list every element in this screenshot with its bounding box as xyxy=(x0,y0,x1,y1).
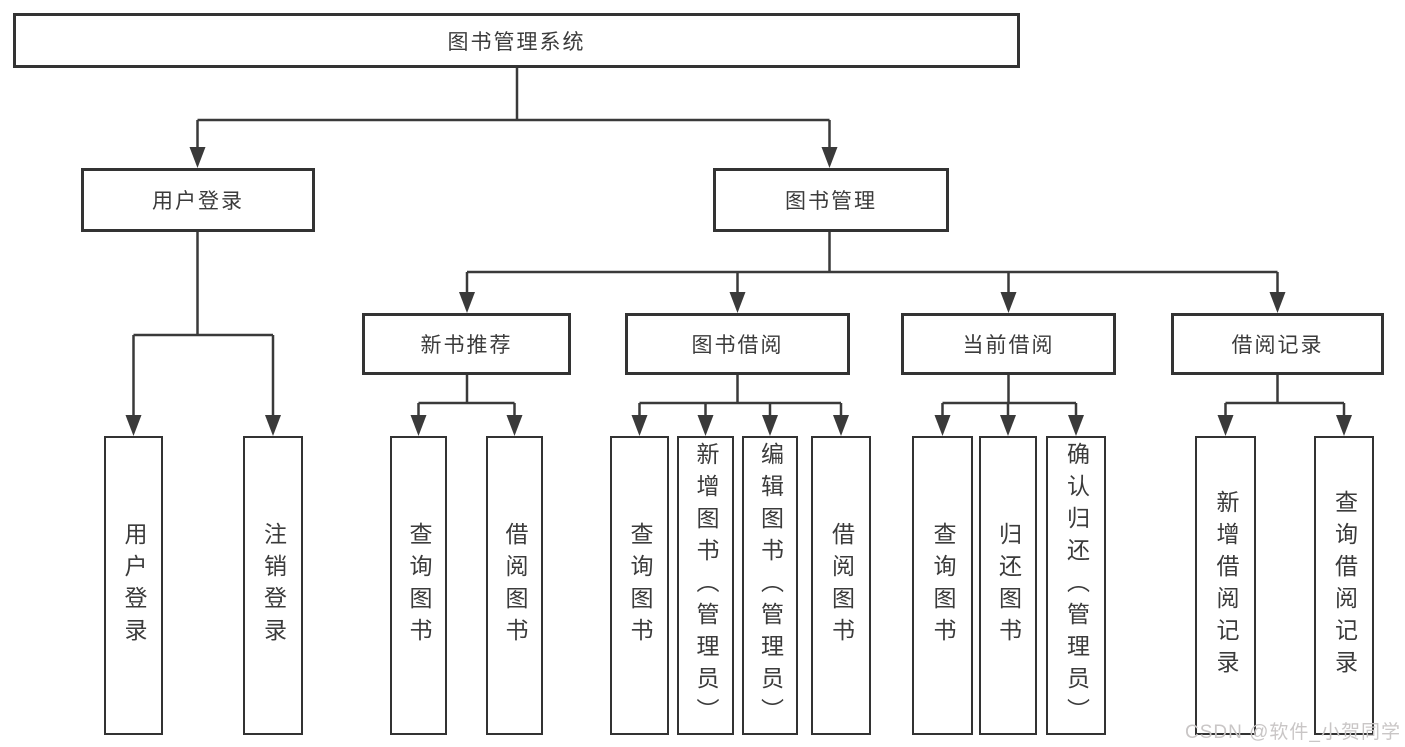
node-label: 用户登录 xyxy=(121,521,147,650)
node-label: 归还图书 xyxy=(995,521,1022,650)
node-label: 图书管理系统 xyxy=(447,30,586,54)
node-borrowing-records: 借阅记录 xyxy=(1171,313,1384,375)
csdn-watermark: CSDN @软件_小贺同学 xyxy=(1185,722,1401,743)
connector-book-management-to-level3 xyxy=(465,232,1279,294)
node-label: 确认归还（管理员） xyxy=(1063,441,1090,730)
leaf-borrow-books-2: 借阅图书 xyxy=(811,436,871,735)
arrowhead-icon xyxy=(265,415,281,436)
leaf-logout: 注销登录 xyxy=(243,436,303,735)
node-label: 新书推荐 xyxy=(420,334,513,357)
node-label: 新增图书（管理员） xyxy=(693,441,719,730)
leaf-confirm-return-admin: 确认归还（管理员） xyxy=(1046,436,1106,735)
node-book-borrowing: 图书借阅 xyxy=(625,313,850,375)
node-label: 当前借阅 xyxy=(962,334,1055,357)
node-user-login: 用户登录 xyxy=(81,168,315,232)
leaf-query-books-1: 查询图书 xyxy=(390,436,447,735)
connector-user-login-to-leaves xyxy=(132,232,275,417)
node-current-borrowing: 当前借阅 xyxy=(901,313,1116,375)
node-label: 图书管理 xyxy=(785,190,877,213)
arrowhead-icon xyxy=(934,415,951,436)
arrowhead-icon xyxy=(410,415,427,436)
arrowhead-icon xyxy=(631,415,648,436)
node-label: 查询图书 xyxy=(627,521,653,650)
node-label: 查询图书 xyxy=(930,521,956,650)
leaf-query-borrow-record: 查询借阅记录 xyxy=(1314,436,1374,735)
arrowhead-icon xyxy=(1000,292,1017,313)
arrowhead-icon xyxy=(821,147,838,168)
arrowhead-icon xyxy=(697,415,714,436)
node-label: 借阅图书 xyxy=(502,521,528,650)
arrowhead-icon xyxy=(189,147,206,168)
leaf-borrow-books-1: 借阅图书 xyxy=(486,436,543,735)
leaf-query-books-2: 查询图书 xyxy=(610,436,669,735)
node-label: 借阅记录 xyxy=(1231,334,1324,357)
leaf-add-borrow-record: 新增借阅记录 xyxy=(1195,436,1256,735)
arrowhead-icon xyxy=(1217,415,1234,436)
arrowhead-icon xyxy=(459,292,475,313)
connector-book-borrow-to-leaves xyxy=(638,375,843,417)
node-label: 图书借阅 xyxy=(691,334,784,357)
leaf-query-books-3: 查询图书 xyxy=(912,436,973,735)
node-label: 查询图书 xyxy=(406,521,432,650)
arrowhead-icon xyxy=(1269,292,1286,313)
node-label: 用户登录 xyxy=(152,190,244,213)
node-label: 注销登录 xyxy=(260,521,287,650)
arrowhead-icon xyxy=(833,415,849,436)
arrowhead-icon xyxy=(762,415,778,436)
node-label: 编辑图书（管理员） xyxy=(757,441,784,730)
node-new-book-recommend: 新书推荐 xyxy=(362,313,571,375)
arrowhead-icon xyxy=(125,415,142,436)
node-label: 借阅图书 xyxy=(828,521,855,650)
leaf-edit-books-admin: 编辑图书（管理员） xyxy=(742,436,798,735)
node-book-management: 图书管理 xyxy=(713,168,949,232)
arrowhead-icon xyxy=(506,415,523,436)
leaf-add-books-admin: 新增图书（管理员） xyxy=(677,436,734,735)
leaf-return-books: 归还图书 xyxy=(979,436,1037,735)
arrowhead-icon xyxy=(1336,415,1352,436)
arrowhead-icon xyxy=(1000,415,1016,436)
connector-root-to-level2 xyxy=(196,68,831,150)
connector-new-book-to-leaves xyxy=(417,375,516,417)
node-library-management-system: 图书管理系统 xyxy=(13,13,1020,68)
connector-current-borrow-to-leaves xyxy=(941,375,1078,417)
connector-borrow-record-to-leaves xyxy=(1224,375,1346,417)
arrowhead-icon xyxy=(1068,415,1084,436)
node-label: 查询借阅记录 xyxy=(1331,489,1358,682)
leaf-user-login: 用户登录 xyxy=(104,436,163,735)
arrowhead-icon xyxy=(729,292,746,313)
node-label: 新增借阅记录 xyxy=(1213,489,1239,682)
